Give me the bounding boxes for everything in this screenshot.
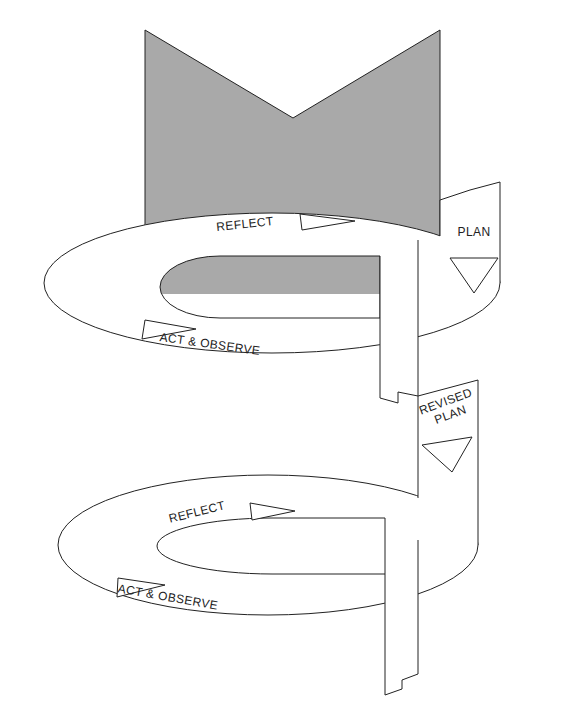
upper-ring — [44, 213, 500, 353]
cycle-stage-label: ACT & OBSERVE — [159, 330, 261, 358]
cycle-stage-label: REFLECT — [216, 214, 275, 234]
direction-triangle — [450, 258, 498, 293]
descending-strip-edge — [380, 240, 418, 403]
exit-strip — [385, 518, 418, 695]
cycle-stage-label: REVISED PLAN — [416, 385, 480, 431]
descending-strip — [380, 240, 418, 410]
cycle-stage-label: PLAN — [458, 225, 491, 239]
cycle-stage-label: REFLECT — [167, 498, 226, 525]
exit-strip-edge — [385, 518, 418, 695]
cycle-stage-label: ACT & OBSERVE — [117, 581, 219, 612]
lower-ring-hole — [157, 518, 385, 574]
direction-triangle — [300, 214, 355, 230]
upper-ring-hole — [160, 256, 380, 318]
direction-triangle — [422, 437, 472, 472]
direction-triangle — [250, 503, 295, 520]
